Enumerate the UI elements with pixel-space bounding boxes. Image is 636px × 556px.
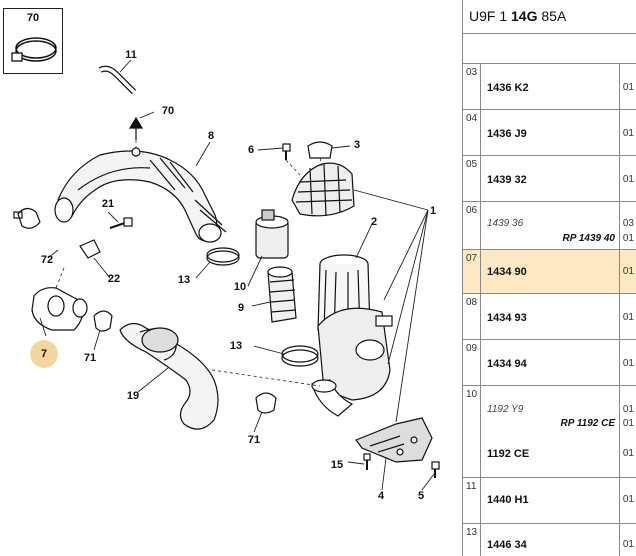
callout-6[interactable]: 6	[247, 144, 255, 156]
callout-71-lower[interactable]: 71	[247, 434, 261, 446]
parts-list-panel: U9F 1 14G 85A 03 1436 K2 01 04 1436 J9 0…	[462, 0, 636, 556]
part-index: 13	[463, 524, 481, 556]
replacement-reference[interactable]: RP 1192 CE	[560, 418, 615, 429]
part-quantity: 01	[622, 233, 634, 244]
part-reference[interactable]: 1439 36	[487, 218, 524, 229]
part-reference[interactable]: 1446 34	[487, 539, 527, 551]
inset-number: 70	[26, 12, 40, 24]
callout-10[interactable]: 10	[233, 281, 247, 293]
part-reference[interactable]: 1192 Y9	[487, 404, 524, 415]
callout-11[interactable]: 11	[125, 49, 137, 61]
callout-7[interactable]: 7	[40, 348, 48, 360]
callout-1[interactable]: 1	[429, 205, 437, 217]
panel-spacer	[463, 34, 636, 64]
part-reference[interactable]: 1440 H1	[487, 494, 529, 506]
callout-5[interactable]: 5	[417, 490, 425, 502]
part-row[interactable]: 04 1436 J9 01	[463, 110, 636, 156]
callout-13[interactable]: 13	[177, 274, 191, 286]
callout-15[interactable]: 15	[330, 459, 344, 471]
part-row[interactable]: 03 1436 K2 01	[463, 64, 636, 110]
callout-21[interactable]: 21	[101, 198, 115, 210]
part-index: 03	[463, 64, 481, 109]
part-row[interactable]: 05 1439 32 01	[463, 156, 636, 202]
part-index: 10	[463, 386, 481, 477]
part-row[interactable]: 10 1192 Y9 RP 1192 CE 1192 CE 01 01 01	[463, 386, 636, 478]
model-bold: 14G	[511, 8, 538, 24]
model-suffix: 85A	[537, 8, 567, 24]
model-prefix: U9F 1	[469, 8, 512, 24]
clamp-detail-inset: 70	[3, 8, 63, 74]
part-quantity: 03	[622, 218, 634, 229]
callout-9[interactable]: 9	[237, 302, 245, 314]
part-row[interactable]: 09 1434 94 01	[463, 340, 636, 386]
part-reference[interactable]: 1436 K2	[487, 82, 529, 94]
selected-callout-highlight	[30, 340, 58, 368]
part-quantity: 01	[622, 174, 634, 185]
part-quantity: 01	[622, 418, 634, 429]
part-index: 09	[463, 340, 481, 385]
part-quantity: 01	[622, 358, 634, 369]
part-quantity: 01	[622, 82, 634, 93]
clamp-icon	[11, 37, 57, 62]
part-index: 05	[463, 156, 481, 201]
callout-13-lower[interactable]: 13	[229, 340, 243, 352]
part-reference-secondary[interactable]: 1192 CE	[487, 448, 530, 460]
part-row-selected[interactable]: 07 1434 90 01	[463, 250, 636, 294]
part-reference[interactable]: 1434 90	[487, 266, 527, 278]
part-reference[interactable]: 1436 J9	[487, 128, 527, 140]
part-quantity: 01	[622, 494, 634, 505]
part-row[interactable]: 06 1439 36 RP 1439 40 03 01	[463, 202, 636, 250]
part-reference[interactable]: 1439 32	[487, 174, 527, 186]
parts-diagram: 70 11 70 8 6 3 1 21 2 72 22 13 10 9 7 71…	[3, 8, 440, 502]
part-row[interactable]: 13 1446 34 01	[463, 524, 636, 556]
callout-19[interactable]: 19	[126, 390, 140, 402]
part-row[interactable]: 11 1440 H1 01	[463, 478, 636, 524]
callout-70[interactable]: 70	[161, 105, 175, 117]
part-quantity: 01	[622, 539, 634, 550]
callout-4[interactable]: 4	[377, 490, 385, 502]
callout-8[interactable]: 8	[207, 130, 215, 142]
part-reference[interactable]: 1434 93	[487, 312, 527, 324]
part-quantity: 01	[622, 128, 634, 139]
part-quantity: 01	[622, 266, 634, 277]
part-index: 06	[463, 202, 481, 249]
callout-2[interactable]: 2	[370, 216, 378, 228]
callout-72[interactable]: 72	[40, 254, 54, 266]
replacement-reference[interactable]: RP 1439 40	[562, 233, 615, 244]
part-row[interactable]: 08 1434 93 01	[463, 294, 636, 340]
part-index: 08	[463, 294, 481, 339]
callout-3[interactable]: 3	[353, 139, 361, 151]
part-quantity: 01	[622, 404, 634, 415]
part-index: 07	[463, 250, 481, 293]
part-index: 11	[463, 478, 481, 523]
part-reference[interactable]: 1434 94	[487, 358, 527, 370]
callout-22[interactable]: 22	[107, 273, 121, 285]
exploded-view-drawing	[13, 59, 440, 491]
part-quantity: 01	[622, 312, 634, 323]
part-quantity: 01	[622, 448, 634, 459]
model-code-header: U9F 1 14G 85A	[463, 0, 636, 34]
callout-71[interactable]: 71	[83, 352, 97, 364]
part-index: 04	[463, 110, 481, 155]
